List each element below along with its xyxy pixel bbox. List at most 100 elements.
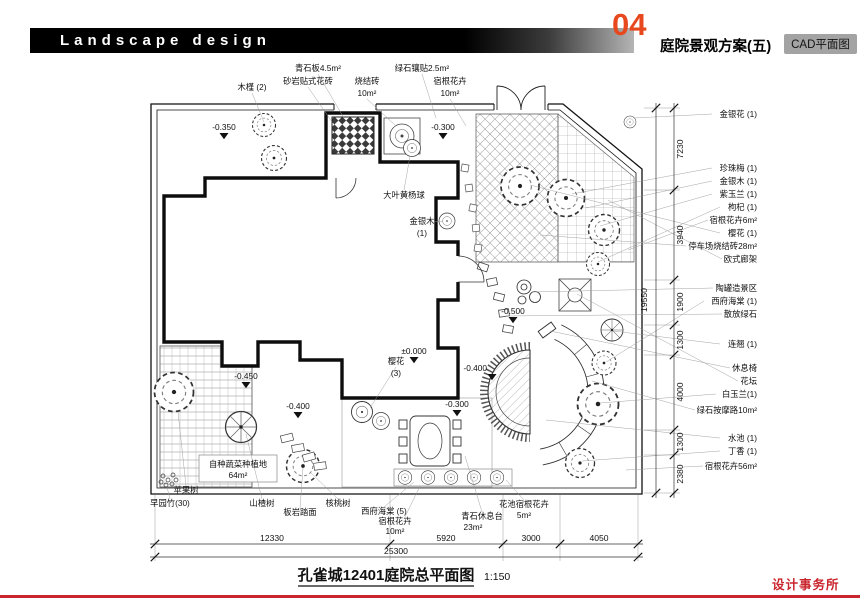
tree-icon <box>600 318 624 342</box>
right-label: 花坛 <box>740 376 757 386</box>
shrub-icon <box>489 470 505 485</box>
plan-scale: 1:150 <box>484 571 510 583</box>
top-label: 烧结砖 <box>355 76 380 86</box>
door-swings <box>335 177 485 283</box>
tree-icon <box>251 112 277 138</box>
tree-icon <box>564 447 596 479</box>
bottom-label: 5m² <box>517 510 532 520</box>
right-label: 陶罐造景区 <box>716 283 758 293</box>
bottom-label: 西府海棠 (5) <box>361 506 407 516</box>
dim-label: 1900 <box>675 292 685 311</box>
bottom-label: 64m² <box>229 470 248 480</box>
tree-icon <box>224 410 258 444</box>
bottom-label: 10m² <box>386 526 405 536</box>
elevation-label: -0.450 <box>234 371 258 381</box>
right-label: 散放绿石 <box>724 309 757 319</box>
bottom-label: 早园竹(30) <box>150 498 190 508</box>
leader-lines <box>166 73 739 520</box>
top-label: 10m² <box>358 88 377 98</box>
house-outline <box>162 111 460 400</box>
logo-bar: Landscape design <box>30 28 634 53</box>
bamboo-cluster <box>158 472 179 488</box>
scattered-stones <box>476 261 514 334</box>
right-label: 白玉兰(1) <box>722 389 757 399</box>
bench <box>537 321 557 339</box>
entry-paving <box>331 116 375 155</box>
page-number: 04 <box>612 7 647 42</box>
tree-icon <box>546 178 586 218</box>
plan-title: 孔雀城12401庭院总平面图 <box>298 566 475 584</box>
tree-icon <box>260 144 288 172</box>
flower-bed-planter <box>558 278 592 312</box>
bottom-label: 23m² <box>464 522 483 532</box>
inner-label: 樱花 <box>388 356 405 366</box>
top-label: 10m² <box>441 88 460 98</box>
bottom-label: 苹果树 <box>174 485 199 495</box>
top-label: 砂岩贴式花砖 <box>283 76 333 86</box>
tree-icon <box>372 412 390 430</box>
dim-label: 1300 <box>675 330 685 349</box>
dimension-lines <box>150 103 680 562</box>
inner-label: 大叶黄杨球 <box>383 190 425 200</box>
top-label: 宿根花卉 <box>433 76 466 86</box>
right-label: 宿根花卉6m² <box>710 215 758 225</box>
right-label: 水池 (1) <box>728 433 757 443</box>
shrub-icon <box>466 470 482 485</box>
double-door-gate <box>496 85 546 111</box>
right-label: 紫玉兰 (1) <box>720 189 758 199</box>
right-label: 停车场烧结砖28m² <box>688 241 757 251</box>
shrub-icon <box>397 470 413 485</box>
elevation-markers: -0.350 -0.300 -0.400 -0.450 ±0.000 -0.50… <box>212 122 525 419</box>
right-label: 休息椅 <box>732 363 757 373</box>
bottom-label: 宿根花卉 <box>378 516 411 526</box>
elevation-label: -0.400 <box>463 363 487 373</box>
document-title: 庭院景观方案(五) <box>660 39 772 55</box>
bottom-label: 自种蔬菜种植地 <box>209 459 267 469</box>
top-label: 木槿 (2) <box>237 82 266 92</box>
right-label: 金银花 (1) <box>720 109 758 119</box>
tree-icon <box>576 382 620 426</box>
tree-icon <box>403 139 421 157</box>
gates <box>333 85 549 113</box>
footer-red-line <box>0 595 860 598</box>
bottom-label: 山楂树 <box>250 498 275 508</box>
tree-icon <box>350 400 374 424</box>
slate-steps <box>279 432 327 471</box>
bottom-label: 花池宿根花卉 <box>499 499 549 509</box>
right-label: 珍珠梅 (1) <box>720 163 758 173</box>
bottom-label: 青石休息台 <box>461 511 503 521</box>
right-label: 欧式廊架 <box>724 254 757 264</box>
right-label: 丁香 (1) <box>728 446 757 456</box>
dim-label: 12330 <box>260 533 284 543</box>
right-label: 金银木 (1) <box>720 176 758 186</box>
elevation-label: -0.500 <box>501 306 525 316</box>
flower-bed-row <box>393 468 513 487</box>
dim-label: 3000 <box>521 533 540 543</box>
logo-text: Landscape design <box>60 32 271 49</box>
dining-set <box>398 415 462 467</box>
tree-icon <box>585 251 611 277</box>
elevation-label: -0.300 <box>445 399 469 409</box>
pottery-jars <box>516 279 541 305</box>
shrub-icon <box>420 470 436 485</box>
dim-label: 7230 <box>675 139 685 158</box>
right-label: 枸杞 (1) <box>728 202 757 212</box>
right-label: 连翘 (1) <box>728 339 757 349</box>
dim-label: 4050 <box>589 533 608 543</box>
studio-name: 设计事务所 <box>772 578 840 592</box>
dim-total-label: 25300 <box>384 546 408 556</box>
dim-label: 3940 <box>675 225 685 244</box>
inner-label: (1) <box>417 228 427 238</box>
elevation-label: ±0.000 <box>401 346 427 356</box>
inner-label: (3) <box>391 368 401 378</box>
top-label: 青石板4.5m² <box>295 63 341 73</box>
stepping-stones <box>460 163 483 253</box>
elevation-label: -0.400 <box>286 401 310 411</box>
cad-tag: CAD平面图 <box>784 34 857 54</box>
tree-icon <box>153 371 195 413</box>
dim-label: 1300 <box>675 432 685 451</box>
dim-label: 5920 <box>436 533 455 543</box>
right-label: 樱花 (1) <box>728 228 757 238</box>
dim-total-label: 19550 <box>639 288 649 312</box>
